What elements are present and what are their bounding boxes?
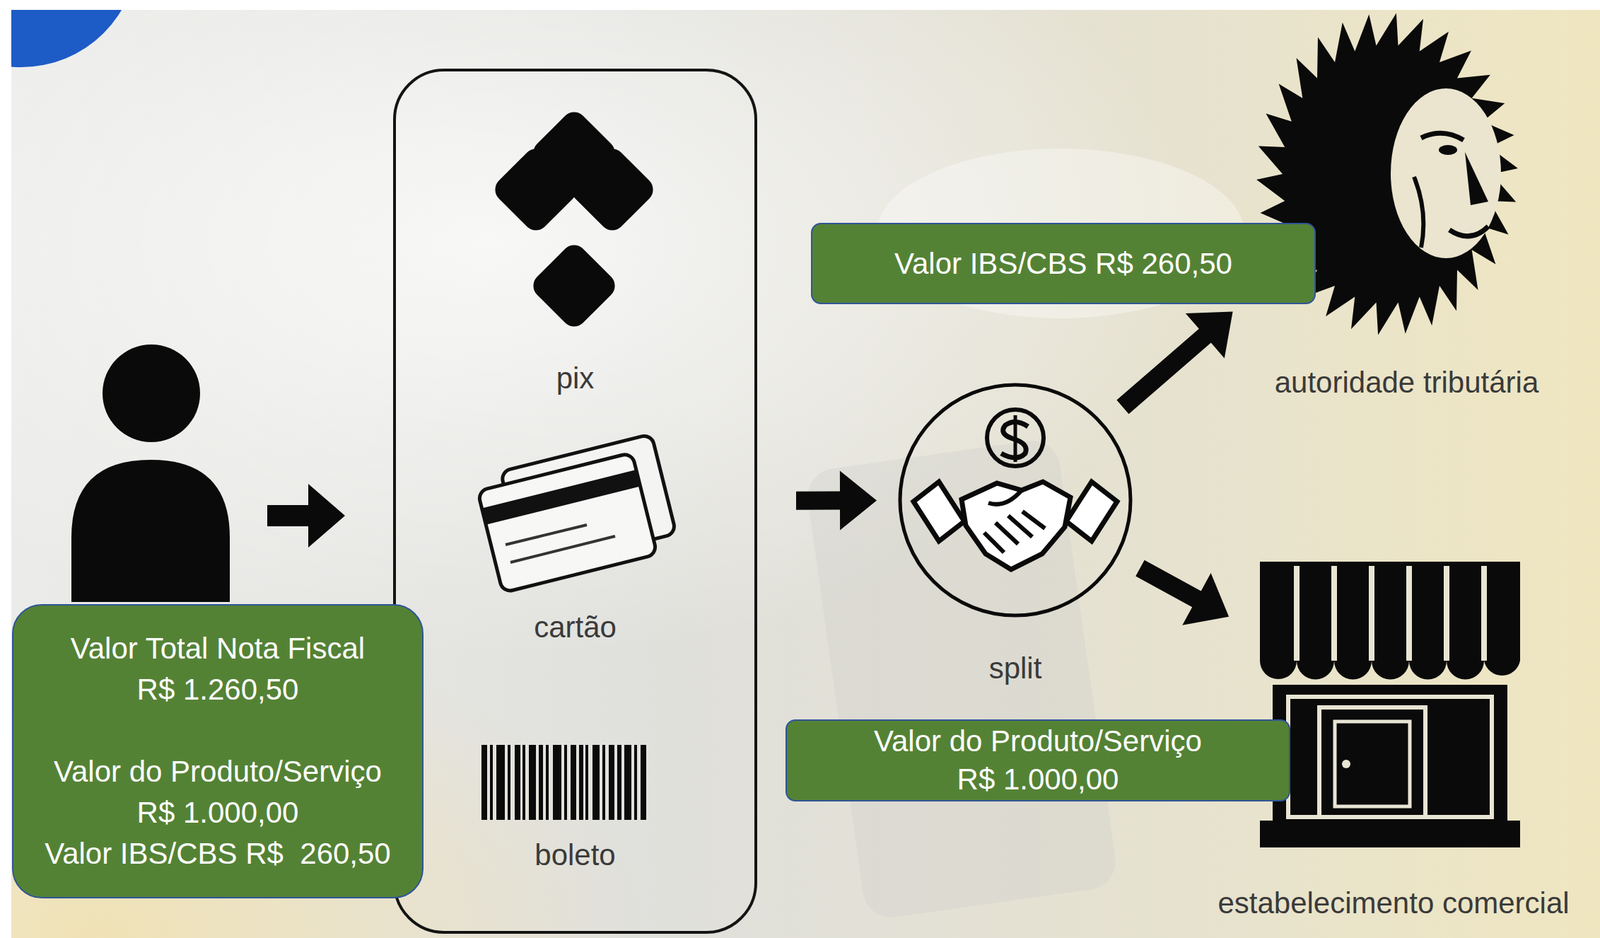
amount-text: Valor IBS/CBS R$ 260,50 [44,832,391,874]
payment-method-label: pix [395,357,755,399]
awning-scallop [1259,660,1521,680]
background-fill [11,9,1600,938]
payment-methods-box: pix cartão boleto [393,68,758,934]
lion-mouth [1449,226,1489,237]
barcode-bar [634,744,638,820]
coin-ring [987,409,1044,466]
split-ring [900,384,1131,616]
barcode-bar [564,744,568,820]
background-panel [11,9,1600,938]
awning-stripe [1368,565,1375,661]
amount-text: Valor IBS/CBS R$ 260,50 [894,244,1233,283]
split-circle: split [897,382,1133,618]
card-stripe [481,469,640,525]
handshake [961,481,1071,570]
connector-arrow [1135,559,1229,626]
amount-text: Valor Total Nota Fiscal R$ 1.260,50 [58,627,377,710]
pix-piece [528,106,621,199]
finger-line [1008,515,1033,537]
card-reader-ghost [803,436,1120,921]
store-node: estabelecimento comercial [1259,561,1521,848]
barcode-bar [538,744,543,820]
amount-text: Valor do Produto/Serviço R$ 1.000,00 [41,750,395,833]
card-front [477,452,657,593]
connector-arrow [796,470,877,531]
lion-face [1390,88,1502,259]
hand-cuff [913,481,965,541]
barcode-bar [617,744,622,820]
door-knob [1341,759,1351,768]
barcode-bar [481,744,488,820]
lion-eye [1438,144,1458,155]
amount-text: Valor do Produto/Serviço R$ 1.000,00 [861,721,1215,799]
awning-stripe [1331,565,1337,661]
payment-method-label: boleto [395,834,755,876]
hand-cuff [1066,481,1118,541]
barcode-bar [552,744,562,820]
store-door [1319,707,1426,817]
person-head [102,344,201,442]
door-panel [1334,721,1410,807]
barcode-bar [545,744,549,820]
awning-stripe [1481,565,1487,661]
payment-method-label: cartão [395,606,755,648]
barcode-bar [489,744,493,820]
barcode-icon [481,744,647,820]
product-amount-box: Valor do Produto/Serviço R$ 1.000,00 [785,719,1291,802]
card-line [510,535,616,563]
store-icon [1259,561,1521,848]
barcode-bar [522,744,526,820]
store-body [1272,684,1508,821]
flow-connector [796,470,877,531]
awning-stripe [1443,565,1450,661]
pix-logo [489,106,659,332]
finger-line [984,532,1004,553]
thumb-line [988,489,1022,505]
corner-circle [11,9,138,68]
card-icon [477,434,676,593]
barcode-bar [514,744,521,820]
node-label: estabelecimento comercial [1217,882,1569,924]
card-line [505,524,587,545]
invoice-box: Valor Total Nota Fiscal R$ 1.260,50Valor… [12,603,424,898]
barcode-bar [570,744,577,820]
barcode-bar [585,744,589,820]
finger-line [995,522,1019,544]
connector-arrow [1116,311,1233,415]
split-outline [897,382,1133,618]
coin-symbol-bar [1013,415,1018,462]
barcode-bar [608,744,615,820]
awning-stripe [1293,565,1300,661]
store-awning [1259,561,1521,661]
store-base [1259,820,1521,848]
barcode-bar [624,744,632,820]
barcode-bar [592,744,600,820]
barcode-bar [528,744,536,820]
flow-connector [1116,311,1233,415]
awning-stripe [1406,565,1412,661]
barcode-bar [602,744,606,820]
barcode-bar [496,744,505,820]
lion-nose [1464,152,1489,206]
lion-cheek [1414,176,1424,248]
finger-line [1022,511,1045,529]
node-label: autoridade tributária [1274,361,1540,404]
barcode-bar [640,744,647,820]
tax-amount-box: Valor IBS/CBS R$ 260,50 [810,222,1316,305]
flow-arrow [267,483,346,548]
person-body [71,459,230,602]
flow-connector [1135,559,1229,626]
barcode-bar [507,744,511,820]
background-glow [11,9,1600,938]
node-label: split [989,647,1043,689]
store-frame [1288,696,1492,817]
background-warm [11,9,1600,938]
barcode-bar [579,744,584,820]
person-icon [71,344,230,602]
lion-brow [1421,132,1464,140]
pix-piece [528,239,621,332]
